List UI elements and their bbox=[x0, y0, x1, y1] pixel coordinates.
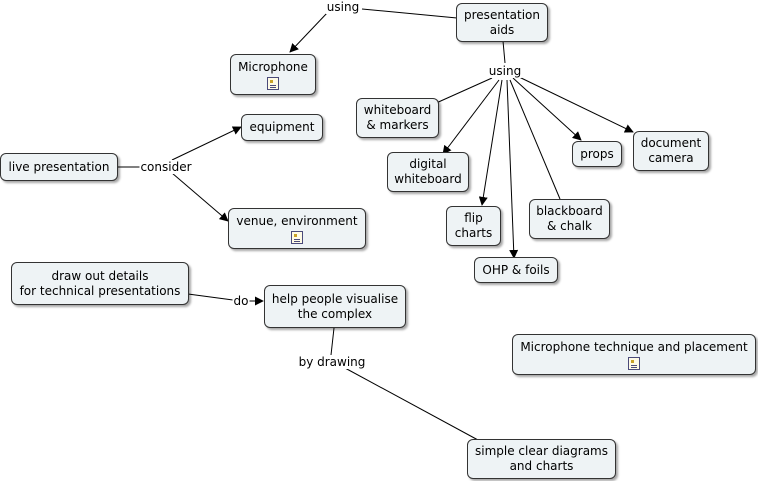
node-label: presentation aids bbox=[464, 7, 540, 37]
node-flip-charts[interactable]: flip charts bbox=[446, 206, 501, 246]
link-aids-using bbox=[502, 40, 506, 64]
link-consider-equipment bbox=[171, 126, 242, 161]
node-label: draw out details for technical presentat… bbox=[19, 268, 181, 298]
link-using-ohp bbox=[506, 79, 519, 259]
node-equipment[interactable]: equipment bbox=[241, 114, 323, 141]
node-props[interactable]: props bbox=[572, 141, 622, 167]
node-label: digital whiteboard bbox=[394, 157, 462, 186]
link-bydrawing-diagrams bbox=[344, 367, 479, 441]
linking-phrase-using-top: using bbox=[325, 0, 361, 14]
link-using-props bbox=[512, 77, 582, 141]
node-draw-out-details[interactable]: draw out details for technical presentat… bbox=[11, 262, 189, 305]
node-label: simple clear diagrams and charts bbox=[475, 444, 608, 473]
link-draw-do bbox=[187, 293, 234, 301]
node-label: Microphone bbox=[238, 59, 308, 74]
node-label: document camera bbox=[640, 136, 702, 165]
node-ohp-foils[interactable]: OHP & foils bbox=[474, 257, 558, 283]
node-label: flip charts bbox=[454, 211, 493, 240]
node-document-camera[interactable]: document camera bbox=[633, 131, 709, 171]
node-presentation-aids[interactable]: presentation aids bbox=[456, 3, 548, 42]
node-label: Microphone technique and placement bbox=[520, 339, 748, 354]
node-label: equipment bbox=[249, 120, 315, 134]
node-mic-technique[interactable]: Microphone technique and placement bbox=[512, 334, 756, 375]
linking-phrase-consider: consider bbox=[139, 160, 193, 174]
node-microphone[interactable]: Microphone bbox=[230, 54, 316, 95]
node-simple-diagrams[interactable]: simple clear diagrams and charts bbox=[467, 439, 616, 479]
link-consider-venue bbox=[171, 172, 229, 222]
document-icon[interactable] bbox=[267, 76, 279, 90]
linking-phrase-using-aids: using bbox=[487, 64, 523, 78]
link-using-document-camera bbox=[516, 75, 634, 133]
node-label: whiteboard & markers bbox=[363, 103, 432, 132]
linking-phrase-by-drawing: by drawing bbox=[297, 355, 367, 369]
node-label: props bbox=[580, 146, 614, 161]
node-digital-whiteboard[interactable]: digital whiteboard bbox=[387, 152, 469, 192]
linking-phrase-do: do bbox=[232, 294, 250, 308]
node-label: venue, environment bbox=[236, 213, 358, 228]
node-help-visualise[interactable]: help people visualise the complex bbox=[264, 285, 406, 328]
node-live-presentation[interactable]: live presentation bbox=[0, 153, 118, 181]
document-icon[interactable] bbox=[291, 230, 303, 244]
link-aids-using-top bbox=[361, 8, 458, 19]
link-using-digital-whiteboard bbox=[442, 79, 500, 155]
node-blackboard-chalk[interactable]: blackboard & chalk bbox=[529, 199, 610, 239]
link-using-microphone bbox=[289, 11, 329, 53]
node-label: OHP & foils bbox=[482, 262, 550, 277]
link-using-flip-charts bbox=[478, 79, 503, 206]
node-label: live presentation bbox=[8, 159, 110, 174]
link-using-whiteboard bbox=[433, 77, 493, 105]
document-icon[interactable] bbox=[628, 356, 640, 370]
node-venue-environment[interactable]: venue, environment bbox=[228, 208, 366, 249]
node-label: blackboard & chalk bbox=[536, 204, 603, 233]
node-whiteboard-markers[interactable]: whiteboard & markers bbox=[356, 98, 439, 138]
link-using-blackboard bbox=[509, 79, 561, 200]
node-label: help people visualise the complex bbox=[271, 291, 399, 321]
link-visualise-bydrawing bbox=[330, 327, 335, 356]
